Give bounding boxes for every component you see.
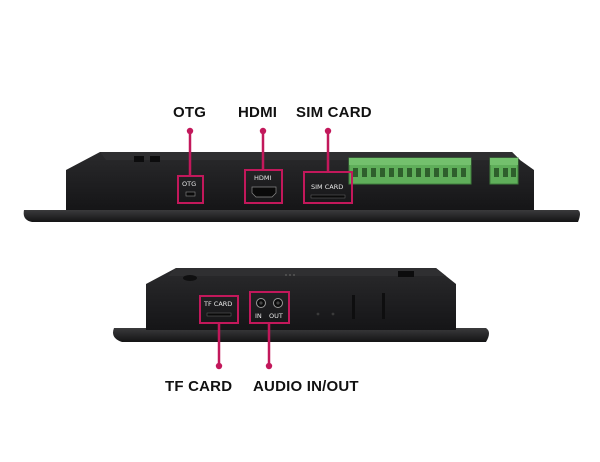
audio-in-label: IN: [255, 312, 262, 320]
top-device-view: OTG HDMI SIM CARD: [23, 127, 580, 222]
otg-port-text: OTG: [182, 180, 196, 188]
sim-card-callout-label: SIM CARD: [296, 104, 372, 121]
tf-card-port-text: TF CARD: [203, 300, 232, 308]
vent-slot: [134, 156, 144, 162]
bottom-device-view: TF CARD IN OUT: [113, 268, 489, 370]
vent-slot: [398, 271, 414, 277]
tf-card-callout-label: TF CARD: [165, 378, 233, 395]
hdmi-port-text: HDMI: [254, 174, 272, 182]
vent-slot: [150, 156, 160, 162]
top-callout-leaders: [186, 127, 332, 176]
top-device-base-plate: [23, 210, 580, 222]
hdmi-callout-label: HDMI: [238, 104, 278, 121]
bottom-device-base-plate: [113, 328, 489, 342]
audio-out-label: OUT: [269, 312, 283, 320]
audio-jacks: IN OUT: [249, 291, 290, 324]
bottom-callout-leaders: [215, 323, 273, 370]
audio-callout-label: AUDIO IN/OUT: [253, 378, 359, 395]
sim-card-port-text: SIM CARD: [311, 183, 343, 191]
otg-callout-label: OTG: [173, 104, 207, 121]
green-terminal-block-small: [489, 157, 519, 185]
green-terminal-block-large: [348, 157, 472, 185]
